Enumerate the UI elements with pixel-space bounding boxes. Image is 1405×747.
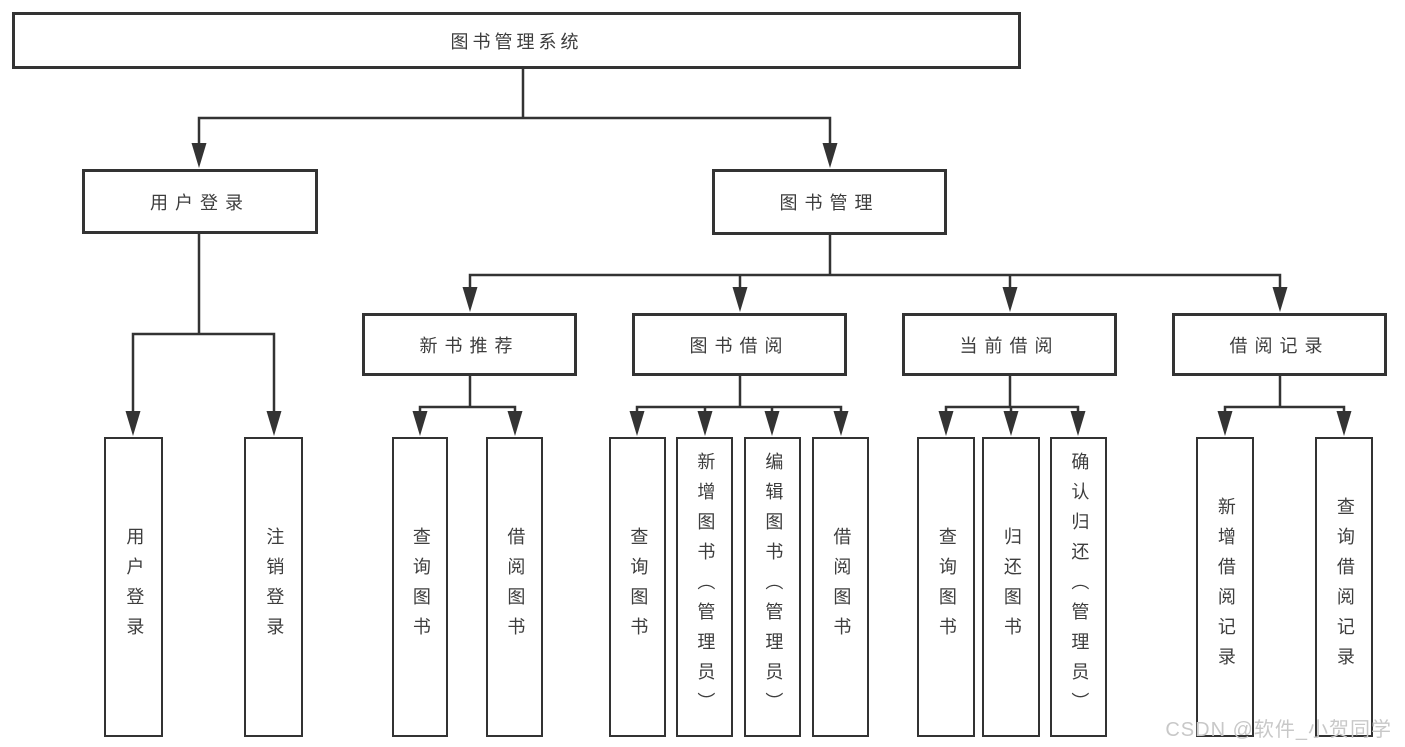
leaf-br-query-record-label: 查询借阅记录 bbox=[1334, 497, 1355, 677]
leaf-cb-confirm-return-admin-label: 确认归还（管理员） bbox=[1069, 452, 1090, 722]
leaf-nbr-borrow-books-label: 借阅图书 bbox=[505, 527, 526, 647]
leaf-bb-add-books-admin: 新增图书（管理员） bbox=[676, 437, 733, 737]
leaf-cb-confirm-return-admin: 确认归还（管理员） bbox=[1050, 437, 1107, 737]
branch-book-management-label: 图书管理 bbox=[779, 193, 880, 213]
leaf-nbr-borrow-books: 借阅图书 bbox=[486, 437, 543, 737]
node-current-borrow-label: 当前借阅 bbox=[959, 335, 1060, 356]
leaf-cb-return-books-label: 归还图书 bbox=[1001, 527, 1022, 647]
watermark: CSDN @软件_小贺同学 bbox=[1165, 719, 1392, 741]
node-book-borrow: 图书借阅 bbox=[632, 313, 847, 376]
node-new-book-recommend-label: 新书推荐 bbox=[419, 335, 520, 356]
leaf-user-login: 用户登录 bbox=[104, 437, 163, 737]
leaf-cb-return-books: 归还图书 bbox=[982, 437, 1040, 737]
leaf-bb-borrow-books: 借阅图书 bbox=[812, 437, 869, 737]
node-book-borrow-label: 图书借阅 bbox=[689, 335, 790, 356]
branch-book-management: 图书管理 bbox=[712, 169, 947, 235]
leaf-bb-add-books-admin-label: 新增图书（管理员） bbox=[695, 452, 716, 722]
node-new-book-recommend: 新书推荐 bbox=[362, 313, 577, 376]
leaf-cb-query-books-label: 查询图书 bbox=[936, 527, 957, 647]
leaf-logout: 注销登录 bbox=[244, 437, 303, 737]
leaf-nbr-query-books-label: 查询图书 bbox=[410, 527, 431, 647]
branch-user-login: 用户登录 bbox=[82, 169, 318, 234]
leaf-bb-query-books: 查询图书 bbox=[609, 437, 666, 737]
node-current-borrow: 当前借阅 bbox=[902, 313, 1117, 376]
leaf-nbr-query-books: 查询图书 bbox=[392, 437, 448, 737]
leaf-br-query-record: 查询借阅记录 bbox=[1315, 437, 1373, 737]
leaf-bb-query-books-label: 查询图书 bbox=[628, 527, 649, 647]
leaf-br-add-record: 新增借阅记录 bbox=[1196, 437, 1254, 737]
leaf-user-login-label: 用户登录 bbox=[124, 527, 145, 647]
leaf-bb-borrow-books-label: 借阅图书 bbox=[831, 527, 852, 647]
branch-user-login-label: 用户登录 bbox=[150, 192, 250, 213]
node-borrow-records: 借阅记录 bbox=[1172, 313, 1387, 376]
leaf-br-add-record-label: 新增借阅记录 bbox=[1215, 497, 1236, 677]
leaf-logout-label: 注销登录 bbox=[264, 527, 285, 647]
leaf-bb-edit-books-admin-label: 编辑图书（管理员） bbox=[763, 452, 784, 722]
root-node-library-management-system: 图书管理系统 bbox=[12, 12, 1021, 69]
root-node-label: 图书管理系统 bbox=[450, 31, 583, 52]
leaf-cb-query-books: 查询图书 bbox=[917, 437, 975, 737]
leaf-bb-edit-books-admin: 编辑图书（管理员） bbox=[744, 437, 801, 737]
node-borrow-records-label: 借阅记录 bbox=[1229, 335, 1330, 356]
